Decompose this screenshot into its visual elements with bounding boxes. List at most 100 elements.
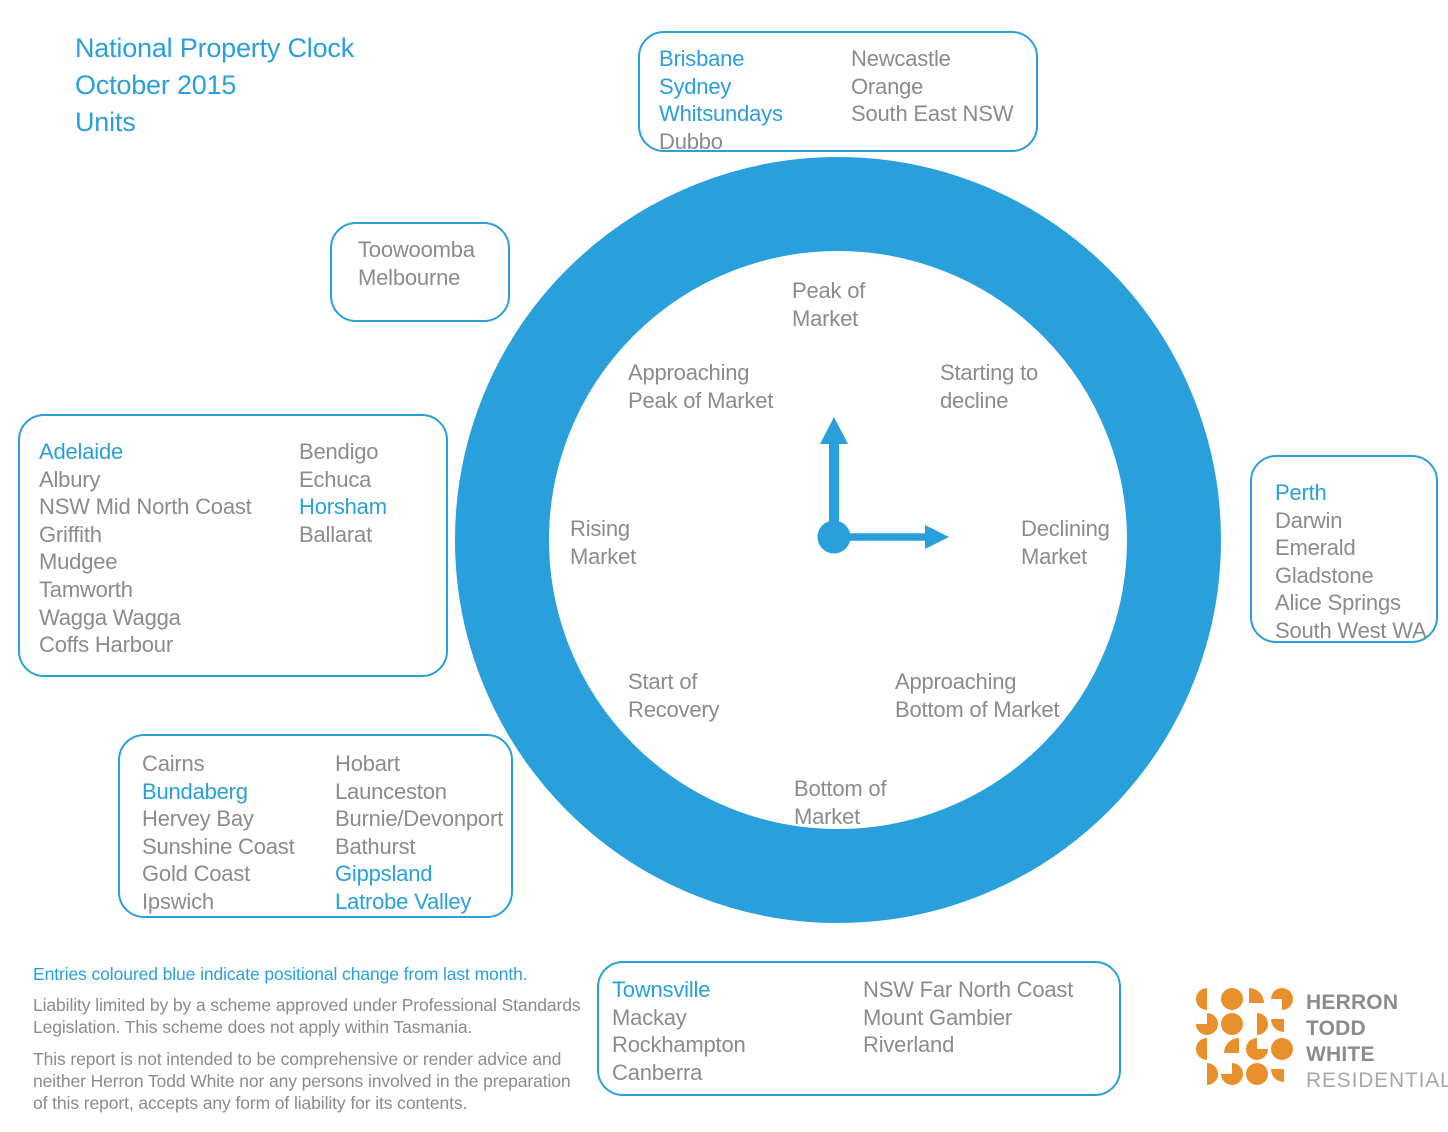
city-entry: Cairns <box>142 751 205 776</box>
city-entry: Tamworth <box>39 576 133 602</box>
stage-label-approaching-peak: Approaching Peak of Market <box>628 360 774 413</box>
logo-dot <box>1246 988 1271 1013</box>
city-entry: Mudgee <box>39 549 118 575</box>
city-entry: Hobart <box>335 751 400 776</box>
logo-dot <box>1196 1013 1221 1038</box>
city-entry: Newcastle <box>851 46 951 71</box>
minute-arrowhead-icon <box>925 525 949 549</box>
logo-dot <box>1246 1013 1271 1038</box>
city-entry: Coffs Harbour <box>39 632 173 658</box>
logo-dot <box>1196 1038 1221 1063</box>
htw-logo: HERRON TODD WHITE RESIDENTIAL <box>1196 988 1448 1094</box>
city-entry: Canberra <box>612 1059 703 1085</box>
city-entry: Latrobe Valley <box>335 888 472 914</box>
logo-dot <box>1246 1063 1271 1088</box>
logo-dot <box>1271 988 1296 1013</box>
title-line-3: Units <box>75 107 136 137</box>
logo-dot <box>1246 1038 1271 1063</box>
city-entry: Burnie/Devonport <box>335 806 504 832</box>
city-entry: Dubbo <box>659 128 723 154</box>
logo-line-todd: TODD <box>1306 1017 1366 1040</box>
logo-line-residential: RESIDENTIAL <box>1306 1069 1448 1092</box>
logo-dot <box>1196 1063 1221 1088</box>
logo-line-herron: HERRON <box>1306 991 1399 1014</box>
footnote-disclaimer: This report is not intended to be compre… <box>33 1049 571 1113</box>
title-line-2: October 2015 <box>75 70 237 100</box>
city-entry: Echuca <box>299 466 372 492</box>
stage-label-peak-of-market: Peak of Market <box>792 278 866 331</box>
clock-hub <box>817 520 851 554</box>
city-entry: Gippsland <box>335 861 433 887</box>
clock-ring <box>455 157 1221 923</box>
city-entry: Ballarat <box>299 521 372 547</box>
page-title: National Property Clock October 2015 Uni… <box>75 30 354 141</box>
city-entry: Ipswich <box>142 888 214 914</box>
logo-dot <box>1271 1013 1296 1038</box>
htw-logo-text: HERRON TODD WHITE RESIDENTIAL <box>1306 988 1448 1094</box>
city-entry: Wagga Wagga <box>39 604 181 630</box>
logo-line-white: WHITE <box>1306 1043 1375 1066</box>
logo-dot <box>1221 988 1246 1013</box>
city-entry: South West WA <box>1275 617 1427 643</box>
city-entry: Alice Springs <box>1275 590 1401 616</box>
logo-dot <box>1221 1038 1246 1063</box>
city-entry: Melbourne <box>358 264 461 290</box>
hour-arrowhead-icon <box>820 417 848 444</box>
city-entry: Townsville <box>612 977 711 1002</box>
city-entry: Orange <box>851 73 924 99</box>
city-entry: Sunshine Coast <box>142 833 295 859</box>
city-entry: Toowoomba <box>358 237 475 262</box>
city-entry: Darwin <box>1275 507 1343 533</box>
city-entry: Bundaberg <box>142 778 248 804</box>
city-entry: Albury <box>39 466 101 492</box>
stage-label-start-of-recovery: Start of Recovery <box>628 669 720 722</box>
city-entry: Brisbane <box>659 46 745 71</box>
city-entry: Gold Coast <box>142 861 251 887</box>
city-entry: Perth <box>1275 480 1327 505</box>
city-entry: Rockhampton <box>612 1032 746 1058</box>
footnote-liability: Liability limited by by a scheme approve… <box>33 995 581 1037</box>
city-entry: Hervey Bay <box>142 806 254 832</box>
stage-label-bottom-of-market: Bottom of Market <box>794 776 887 829</box>
city-entry: Mackay <box>612 1004 687 1030</box>
city-entry: Mount Gambier <box>863 1004 1013 1030</box>
logo-dot <box>1221 1063 1246 1088</box>
title-line-1: National Property Clock <box>75 33 355 63</box>
city-entry: Griffith <box>39 521 102 547</box>
city-entry: NSW Far North Coast <box>863 977 1074 1002</box>
stage-label-approaching-bottom: Approaching Bottom of Market <box>895 669 1060 722</box>
city-entry: Whitsundays <box>659 101 783 127</box>
logo-dot <box>1196 988 1221 1013</box>
logo-dot <box>1271 1063 1296 1088</box>
city-entry: Bathurst <box>335 833 416 859</box>
city-entry: Bendigo <box>299 439 379 464</box>
city-entry: Horsham <box>299 494 387 520</box>
city-entry: Sydney <box>659 73 732 99</box>
stage-label-rising-market: Rising Market <box>570 516 637 569</box>
city-entry: Emerald <box>1275 535 1356 561</box>
htw-logo-dots-icon <box>1196 988 1296 1094</box>
logo-dot <box>1271 1038 1296 1063</box>
city-entry: Launceston <box>335 778 447 804</box>
city-entry: South East NSW <box>851 101 1014 127</box>
city-entry: Riverland <box>863 1032 955 1058</box>
footnote-blue-legend: Entries coloured blue indicate positiona… <box>33 964 528 984</box>
stage-label-declining-market: Declining Market <box>1021 516 1110 569</box>
